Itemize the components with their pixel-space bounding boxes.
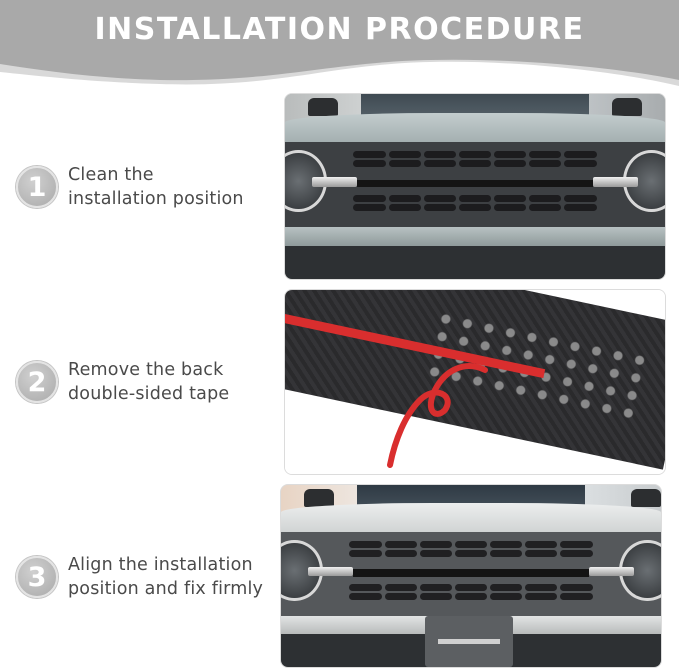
hood (285, 112, 665, 144)
mirror-left (307, 97, 339, 117)
step-description: Align the installation position and fix … (68, 555, 264, 599)
center-bar (357, 179, 593, 188)
step-3-photo (280, 484, 662, 668)
mirror-right (611, 97, 643, 117)
mirror-right (630, 488, 661, 507)
light-bar-left (307, 566, 354, 576)
step-number-badge: 2 (16, 361, 58, 403)
step-2: 2 Remove the back double-sided tape (16, 358, 229, 406)
light-bar-right (592, 177, 639, 187)
upper-slots (353, 150, 597, 167)
page-title: INSTALLATION PROCEDURE (94, 12, 585, 47)
mirror-left (303, 488, 335, 507)
step-1: 1 Clean the installation position (16, 163, 244, 211)
hood (281, 503, 661, 535)
header-banner: INSTALLATION PROCEDURE (0, 0, 679, 90)
license-plate-bracket (425, 616, 513, 667)
step-3: 3 Align the installation position and fi… (16, 553, 263, 601)
step-description: Clean the installation position (68, 165, 244, 209)
peeled-tape-ribbon (387, 363, 488, 468)
wave-band-shape (0, 0, 679, 86)
step-2-photo (284, 289, 666, 475)
center-bar (353, 569, 589, 577)
step-number-badge: 1 (16, 166, 58, 208)
light-bar-right (588, 566, 635, 576)
bumper (285, 227, 665, 246)
step-1-photo (284, 93, 666, 280)
lower-slots (353, 194, 597, 211)
step-description: Remove the back double-sided tape (68, 360, 230, 404)
light-bar-left (311, 177, 358, 187)
lower-bumper (285, 245, 665, 279)
upper-mesh-inserts (349, 540, 593, 557)
lower-mesh-inserts (349, 584, 593, 601)
step-number-badge: 3 (16, 556, 58, 598)
